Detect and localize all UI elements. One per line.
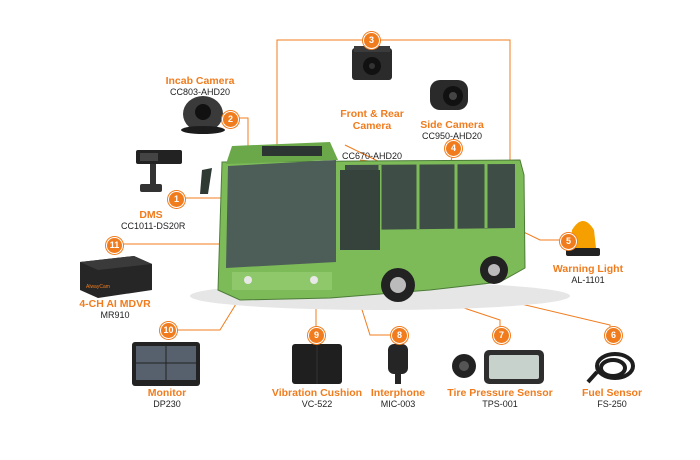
front-door xyxy=(340,170,380,250)
side-mirror xyxy=(200,168,212,194)
cushion-icon xyxy=(292,344,342,384)
badge-5: 5 xyxy=(560,233,577,250)
mdvr-brand-text: AlwayCam xyxy=(86,284,110,290)
cable-sensor-icon xyxy=(586,352,635,384)
component-name: Monitor xyxy=(147,387,187,399)
label-9: Vibration Cushion VC-522 xyxy=(268,387,366,409)
label-8: Interphone MIC-003 xyxy=(360,387,436,409)
headlight-left xyxy=(244,276,252,284)
connector-3 xyxy=(276,39,511,165)
dome-camera-icon xyxy=(181,96,225,134)
badge-7: 7 xyxy=(493,327,510,344)
label-6: Fuel Sensor FS-250 xyxy=(570,387,654,409)
badge-8: 8 xyxy=(391,327,408,344)
component-name: Tire Pressure Sensor xyxy=(447,387,553,399)
badge-10: 10 xyxy=(160,322,177,339)
destination-sign xyxy=(262,146,322,156)
badge-1: 1 xyxy=(168,191,185,208)
windshield xyxy=(226,160,336,268)
component-model: CC803-AHD20 xyxy=(169,87,231,98)
label-5: Warning Light AL-1101 xyxy=(546,263,630,285)
bus-illustration xyxy=(190,142,570,310)
label-4: Side Camera CC950-AHD20 xyxy=(412,119,492,141)
badge-4: 4 xyxy=(445,140,462,157)
rear-camera-icon xyxy=(352,46,392,80)
front-bumper xyxy=(232,272,332,290)
component-name: Front & Rear Camera xyxy=(340,108,404,133)
component-model: FS-250 xyxy=(597,399,627,410)
label-1: DMS CC1011-DS20R xyxy=(121,209,186,232)
label-10: Monitor DP230 xyxy=(130,387,204,409)
component-model: VC-522 xyxy=(301,399,333,410)
side-windows xyxy=(345,164,515,230)
dashboard-camera-icon xyxy=(136,150,182,192)
component-model: AL-1101 xyxy=(571,275,605,286)
component-model: CC950-AHD20 xyxy=(421,131,483,142)
label-3: Front & Rear Camera CC670-AHD20 xyxy=(330,90,414,180)
component-model: MR910 xyxy=(100,310,130,321)
tire-pressure-icon xyxy=(452,350,544,384)
badge-6: 6 xyxy=(605,327,622,344)
component-name: Incab Camera xyxy=(165,75,235,87)
component-model: MIC-003 xyxy=(380,399,416,410)
component-name: Interphone xyxy=(370,387,426,399)
component-name: 4-CH AI MDVR xyxy=(79,298,151,310)
badge-11: 11 xyxy=(106,237,123,254)
component-model: DP230 xyxy=(153,399,181,410)
component-name: Side Camera xyxy=(420,119,484,131)
side-camera-icon xyxy=(430,80,468,110)
monitor-icon xyxy=(132,342,200,386)
connector-11 xyxy=(120,243,236,258)
label-11: 4-CH AI MDVR MR910 xyxy=(70,298,160,320)
dvr-box-icon: AlwayCam xyxy=(80,256,152,298)
component-model: CC1011-DS20R xyxy=(121,221,186,232)
component-name: Warning Light xyxy=(552,263,624,275)
label-2: Incab Camera CC803-AHD20 xyxy=(160,75,240,97)
label-7: Tire Pressure Sensor TPS-001 xyxy=(438,387,562,409)
component-model: TPS-001 xyxy=(482,399,518,410)
component-name: DMS xyxy=(139,209,163,221)
component-name: Vibration Cushion xyxy=(271,387,363,399)
component-name: Fuel Sensor xyxy=(581,387,643,399)
headlight-right xyxy=(310,276,318,284)
component-model: CC670-AHD20 xyxy=(341,150,403,161)
badge-9: 9 xyxy=(308,327,325,344)
badge-3: 3 xyxy=(363,32,380,49)
badge-2: 2 xyxy=(222,111,239,128)
microphone-icon xyxy=(388,344,408,384)
